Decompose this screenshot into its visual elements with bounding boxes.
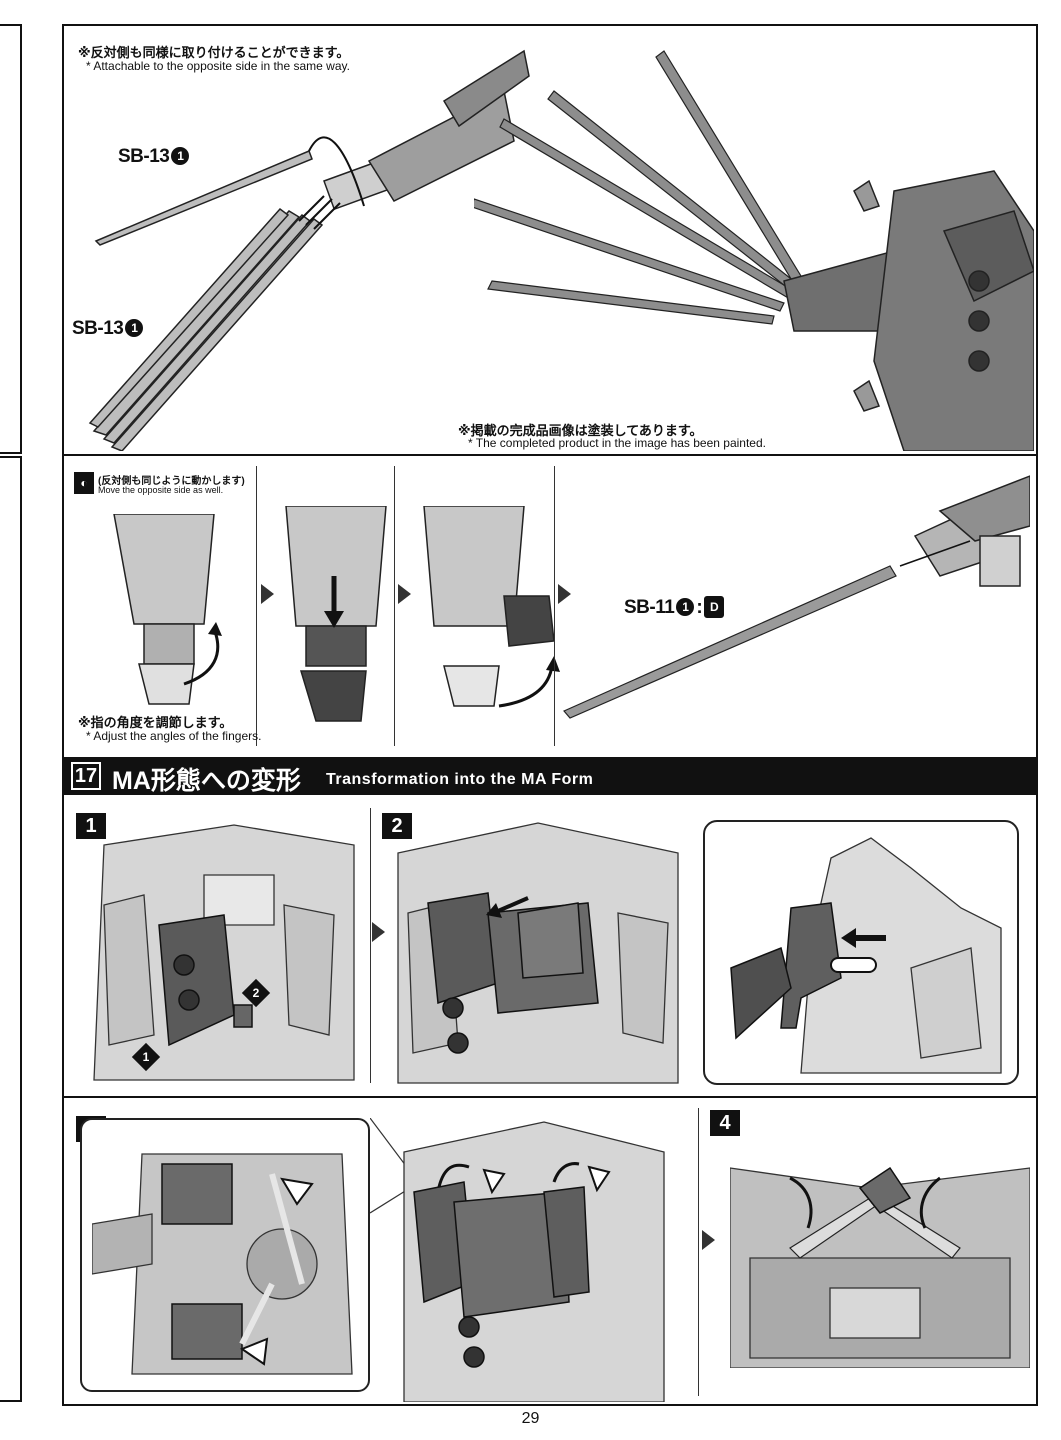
callout-1-num: 1: [142, 1050, 150, 1064]
painted-note-en: * The completed product in the image has…: [468, 436, 766, 450]
substep-2: 2: [378, 795, 698, 1095]
middle-panel: ◐ (反対側も同じように動かします) Move the opposite sid…: [64, 456, 1036, 756]
mobile-suit-torso-3: [403, 1121, 665, 1402]
sequence-divider-2: [394, 466, 395, 746]
prev-page-edge-bottom: [0, 456, 22, 1402]
substep-1: 1 1 2: [64, 795, 374, 1095]
completed-product-illustration: [474, 50, 1034, 451]
painted-note-jp: ※掲載の完成品画像は塗装してあります。: [458, 423, 703, 438]
forearm-step-c: [423, 506, 560, 708]
page-number: 29: [521, 1410, 540, 1427]
side-view-detail: [730, 837, 1002, 1074]
sequence-divider-1: [256, 466, 257, 746]
fingers-note-en: * Adjust the angles of the fingers.: [86, 729, 262, 743]
transformation-zoom-illustration: [92, 1153, 353, 1375]
substep-4: 4: [706, 1098, 1036, 1404]
sequence-arrow-2: [398, 584, 411, 604]
blade-attachment-illustration: [563, 475, 1030, 719]
top-panel: ※反対側も同様に取り付けることができます。 * Attachable to th…: [64, 26, 1036, 454]
substep-number-1: 1: [76, 813, 106, 839]
move-note-jp: (反対側も同じように動かします): [98, 476, 245, 487]
substep-arrow-3: [702, 1230, 715, 1250]
substep-divider-3: [698, 1108, 699, 1396]
attach-note-jp: ※反対側も同様に取り付けることができます。: [78, 45, 350, 60]
mobile-suit-torso-2: [397, 822, 679, 1084]
detail-callout-panel: [703, 820, 1019, 1085]
prev-page-edge-top: [0, 24, 22, 454]
ma-form-illustration: [730, 1166, 1030, 1368]
sequence-arrow-3: [558, 584, 571, 604]
substep-number-4: 4: [710, 1110, 740, 1136]
fingers-note-jp: ※指の角度を調節します。: [78, 715, 233, 730]
substep-3: 3: [64, 1098, 700, 1404]
substep-number-2: 2: [382, 813, 412, 839]
sequence-divider-3: [554, 466, 555, 746]
callout-2-num: 2: [252, 986, 260, 1000]
mobile-suit-torso-1: [93, 824, 355, 1081]
move-note-en: Move the opposite side as well.: [98, 485, 224, 495]
substep-arrow-1: [372, 922, 385, 942]
forearm-step-b: [285, 506, 387, 722]
forearm-step-a: [113, 514, 222, 705]
divider-top: [64, 454, 1036, 456]
step-17-header: 17 MA形態への変形 Transformation into the MA F…: [64, 757, 1036, 795]
mirror-side-icon: ◐: [74, 472, 94, 494]
step-title-en: Transformation into the MA Form: [326, 771, 594, 788]
divider-substeps: [64, 1096, 1036, 1098]
substep-divider-1: [370, 808, 371, 1083]
attach-note-en: * Attachable to the opposite side in the…: [86, 59, 350, 73]
step-title-jp: MA形態への変形: [112, 767, 301, 795]
sequence-arrow-1: [261, 584, 274, 604]
claw-arm-illustration: [88, 49, 530, 451]
step-number: 17: [71, 762, 101, 790]
